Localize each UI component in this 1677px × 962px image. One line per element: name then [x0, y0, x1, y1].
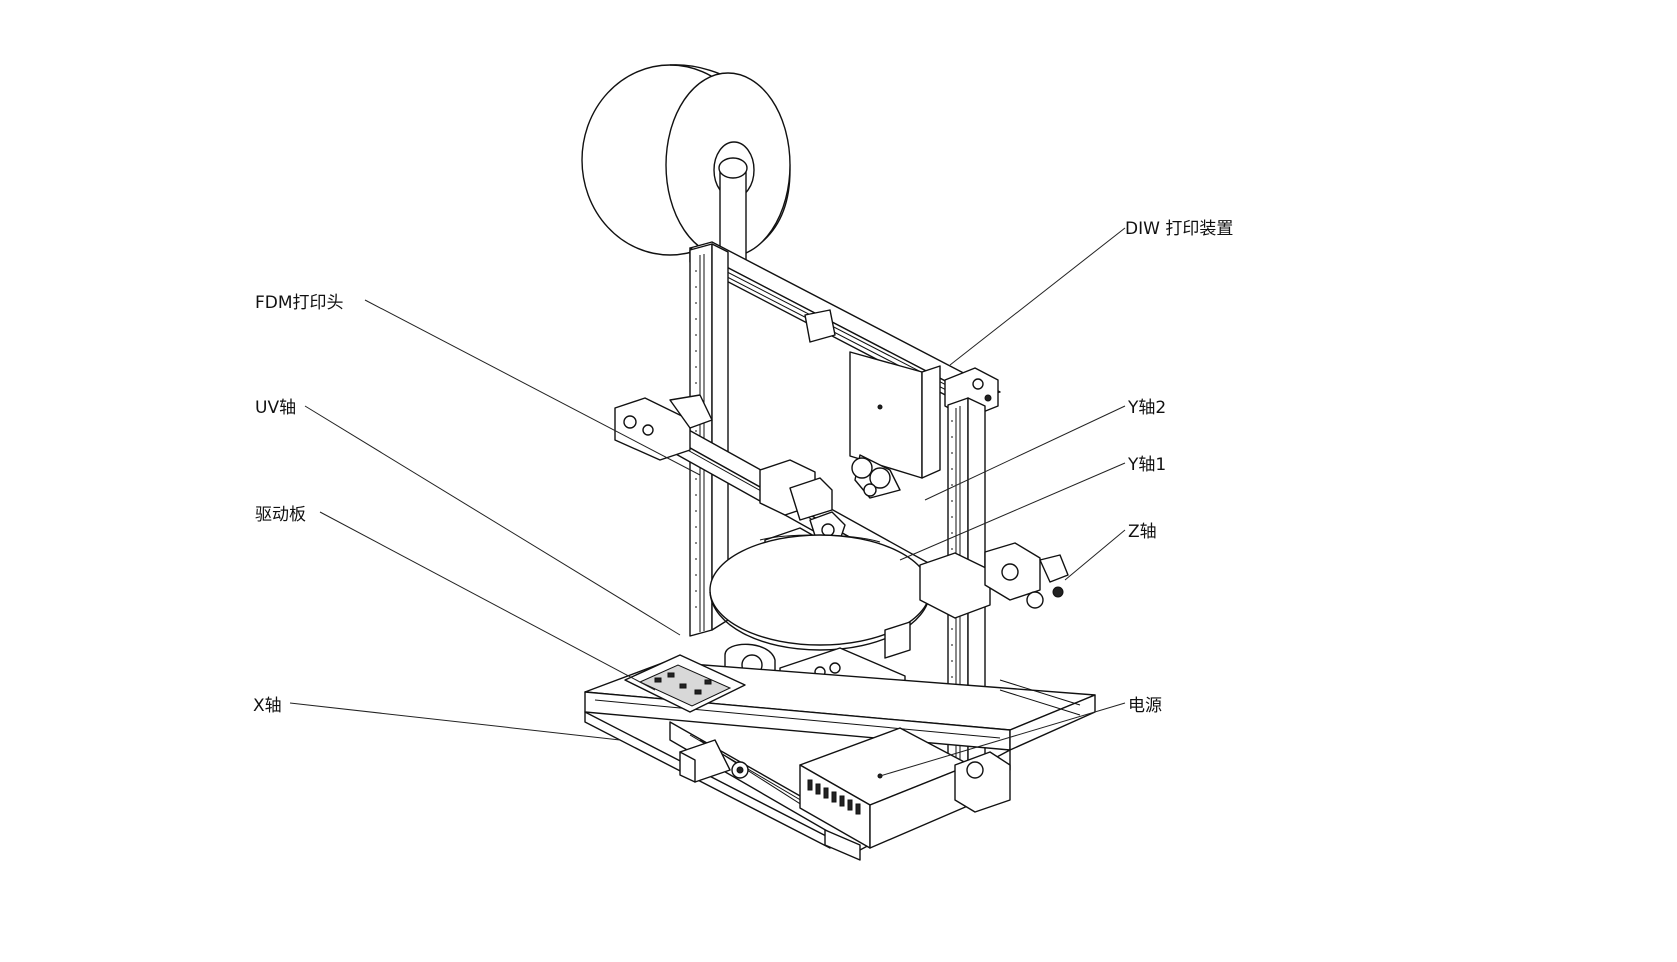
- top-gantry: [689, 241, 1001, 419]
- label-y2: Y轴2: [1127, 398, 1166, 418]
- driver-board: [624, 654, 746, 713]
- label-z: Z轴: [1128, 522, 1157, 542]
- diw-device: [804, 309, 941, 499]
- label-x: X轴: [253, 696, 282, 716]
- leader-lines: [289, 227, 1126, 777]
- label-y1: Y轴1: [1127, 455, 1166, 475]
- z-axis-assembly: [919, 542, 1069, 619]
- label-uv: UV轴: [255, 398, 296, 418]
- label-diw: DIW 打印装置: [1125, 219, 1233, 239]
- z-stepper-motor: [954, 751, 1011, 813]
- label-driver: 驱动板: [255, 505, 306, 525]
- label-fdm: FDM打印头: [255, 293, 344, 313]
- filament-spool: [581, 64, 791, 263]
- x-axis-assembly: [679, 739, 749, 783]
- label-psu: 电源: [1128, 696, 1162, 716]
